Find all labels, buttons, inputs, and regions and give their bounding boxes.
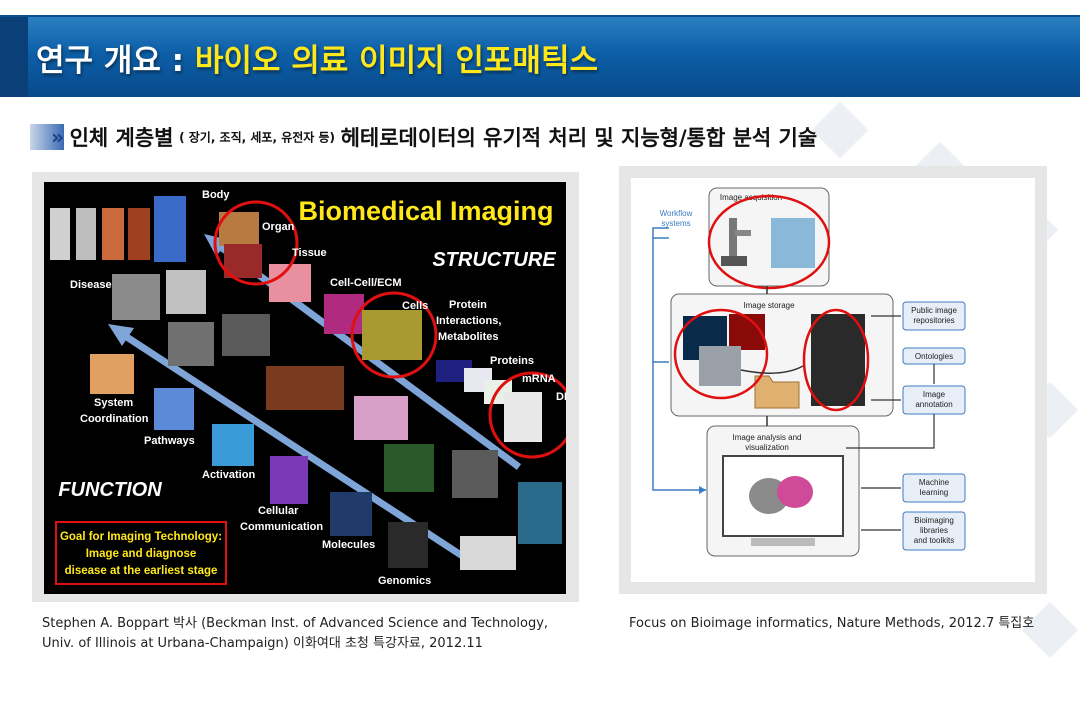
libraries-box xyxy=(902,511,966,551)
organ-circle xyxy=(213,200,299,286)
label-system-1: System xyxy=(94,397,133,409)
structure-label: STRUCTURE xyxy=(432,249,556,271)
repos-label-1: Public image xyxy=(911,306,957,315)
label-body: Body xyxy=(202,189,230,201)
function-label: FUNCTION xyxy=(58,479,162,501)
bioimage-workflow-diagram: Workflow systems Image acquisition Image… xyxy=(631,178,1035,582)
cell-image-3 xyxy=(699,346,741,386)
slide-title-accent: 바이오 의료 이미지 인포매틱스 xyxy=(194,43,598,79)
server-circle xyxy=(802,308,870,412)
image-thumbnails xyxy=(50,196,562,570)
figure-title: Biomedical Imaging xyxy=(298,196,553,226)
label-molecules: Molecules xyxy=(322,539,375,551)
label-tissue: Tissue xyxy=(292,247,327,259)
annotation-label-1: Image xyxy=(923,390,946,399)
slide-subtitle: » 인체 계층별 ( 장기, 조직, 세포, 유전자 등) 헤테로데이터의 유기… xyxy=(30,122,817,152)
lib-label-1: Bioimaging xyxy=(914,516,954,525)
server-rack-icon xyxy=(811,314,865,406)
acquisition-circle xyxy=(707,194,831,290)
dna-circle xyxy=(488,371,566,459)
goal-line-2: Image and diagnose xyxy=(86,548,197,560)
cells-circle xyxy=(350,291,438,379)
title-bar-tab xyxy=(0,17,28,97)
left-caption: Stephen A. Boppart 박사 (Beckman Inst. of … xyxy=(42,614,548,654)
repos-label-2: repositories xyxy=(913,316,954,325)
workflow-connector xyxy=(652,227,669,363)
label-protein-1: Protein xyxy=(449,299,487,311)
subtitle-paren: ( 장기, 조직, 세포, 유전자 등) xyxy=(179,130,336,145)
ontologies-label: Ontologies xyxy=(915,352,953,361)
label-disease: Disease xyxy=(70,279,112,291)
right-caption: Focus on Bioimage informatics, Nature Me… xyxy=(629,616,1035,631)
microscope-icon xyxy=(721,218,751,266)
analysis-label-1: Image analysis and xyxy=(733,433,802,442)
subtitle-part1: 인체 계층별 xyxy=(69,126,174,150)
biomedical-imaging-diagram: Biomedical Imaging STRUCTURE FUNCTION Bo… xyxy=(44,182,566,594)
label-cells: Cells xyxy=(402,300,428,312)
cell-image-2 xyxy=(729,314,765,350)
top-strip xyxy=(0,3,1080,15)
label-cellcell: Cell-Cell/ECM xyxy=(330,277,402,289)
bioimage-informatics-figure: Workflow systems Image acquisition Image… xyxy=(619,166,1047,594)
label-proteins: Proteins xyxy=(490,355,534,367)
ml-label-1: Machine xyxy=(919,478,950,487)
function-arrow xyxy=(117,329,466,560)
label-protein-2: Interactions, xyxy=(436,315,501,327)
function-arrowhead xyxy=(108,324,134,346)
slide-title-prefix: 연구 개요 : xyxy=(36,43,195,79)
goal-line-1: Goal for Imaging Technology: xyxy=(60,531,222,543)
goal-box xyxy=(55,521,227,585)
left-caption-line-2: Univ. of Illinois at Urbana-Champaign) 이… xyxy=(42,636,483,651)
label-mrna: mRNA xyxy=(522,373,556,385)
slide-title: 연구 개요 : 바이오 의료 이미지 인포매틱스 xyxy=(36,35,598,80)
analysis-label-2: visualization xyxy=(745,443,789,452)
workflow-label-2: systems xyxy=(661,219,690,228)
label-cellular-1: Cellular xyxy=(258,505,299,517)
label-dna: DNA xyxy=(556,391,566,403)
title-bar: 연구 개요 : 바이오 의료 이미지 인포매틱스 xyxy=(0,3,1080,97)
workflow-label-1: Workflow xyxy=(660,209,693,218)
ml-label-2: learning xyxy=(920,488,948,497)
storage-label: Image storage xyxy=(743,301,795,310)
storage-images-circle xyxy=(673,308,769,400)
label-cellular-2: Communication xyxy=(240,521,323,533)
subtitle-part2: 헤테로데이터의 유기적 처리 및 지능형/통합 분석 기술 xyxy=(340,126,818,150)
label-organ: Organ xyxy=(262,221,295,233)
machine-learning-box xyxy=(902,473,966,503)
acquisition-device-icon xyxy=(771,218,815,268)
annotation-label-2: annotation xyxy=(915,400,952,409)
chevron-bullet-icon: » xyxy=(30,124,64,150)
folder-icon xyxy=(754,375,800,409)
label-protein-3: Metabolites xyxy=(438,331,499,343)
lib-label-3: and toolkits xyxy=(914,536,954,545)
repositories-box xyxy=(902,301,966,331)
label-genomics: Genomics xyxy=(378,575,431,587)
label-system-2: Coordination xyxy=(80,413,149,425)
lib-label-2: libraries xyxy=(920,526,948,535)
biomedical-imaging-figure: Biomedical Imaging STRUCTURE FUNCTION Bo… xyxy=(32,172,579,602)
label-pathways: Pathways xyxy=(144,435,195,447)
goal-line-3: disease at the earliest stage xyxy=(65,565,218,577)
left-caption-line-1: Stephen A. Boppart 박사 (Beckman Inst. of … xyxy=(42,616,549,631)
label-activation: Activation xyxy=(202,469,255,481)
